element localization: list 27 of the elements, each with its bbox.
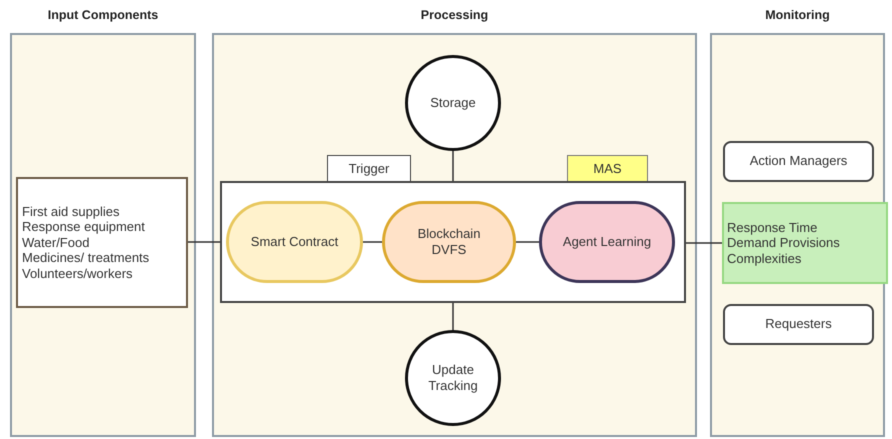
node-label: First aid supplies Response equipment Water/Food Medicines/ treatments Volunteers/workers <box>22 204 150 282</box>
section-heading: Input Components <box>46 8 160 22</box>
section-heading: Processing <box>420 8 490 22</box>
node-label: Blockchain DVFS <box>416 226 482 258</box>
tab-label <box>567 155 648 182</box>
list-box <box>16 177 188 308</box>
node-label: Agent Learning <box>562 234 652 250</box>
connector-line <box>363 241 382 243</box>
node-label: Update Tracking <box>427 362 479 394</box>
connector-line <box>516 241 539 243</box>
connector-line <box>452 303 454 330</box>
tab-label <box>327 155 411 182</box>
node-label: Action Managers <box>750 153 848 170</box>
node-label: Trigger <box>348 160 390 178</box>
connector-line <box>188 241 220 243</box>
node-label: Storage <box>430 94 476 112</box>
node-label: Smart Contract <box>250 234 338 250</box>
node-label: Response Time Demand Provisions Complexities <box>727 220 841 266</box>
node-label: MAS <box>593 160 622 178</box>
node-label: Requesters <box>765 316 832 333</box>
box-shape <box>220 181 686 303</box>
rounded-box <box>723 304 874 345</box>
metrics-box <box>722 202 888 284</box>
connector-line <box>452 151 454 181</box>
connector-line <box>686 242 722 244</box>
section-heading: Monitoring <box>764 8 831 22</box>
rounded-box <box>723 141 874 182</box>
